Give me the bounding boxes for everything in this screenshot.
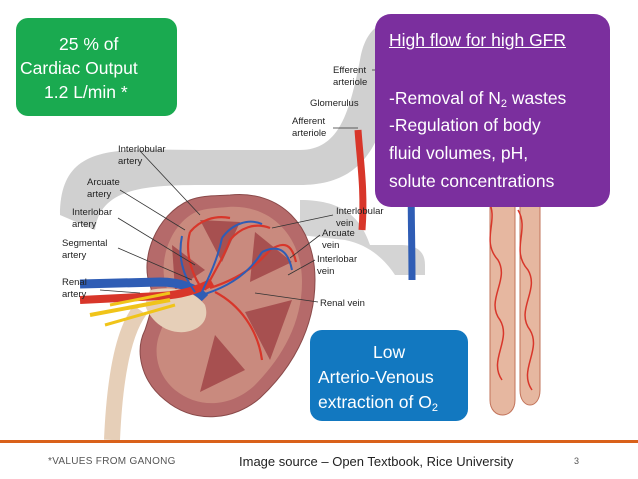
label-renal-vein: Renal vein <box>320 298 365 309</box>
label-renal-artery-2: artery <box>62 289 87 300</box>
gfr-item-regulation-line1: -Regulation of body <box>389 115 541 135</box>
nerve-1 <box>89 298 171 317</box>
label-interlobar-vein-2: vein <box>317 266 334 277</box>
label-efferent-1: Efferent <box>333 65 366 76</box>
gfr-callout: High flow for high GFR -Removal of N2 wa… <box>375 14 610 207</box>
av-extraction-line3-sub: 2 <box>431 402 438 414</box>
label-glomerulus: Glomerulus <box>310 98 359 109</box>
label-segmental-artery-2: artery <box>62 250 87 261</box>
kidney-blood-flow-diagram: Efferent arteriole Glomerulus Afferent a… <box>60 20 541 440</box>
gfr-item-removal: -Removal of N2 wastes <box>389 86 566 111</box>
gfr-item-regulation-line3: solute concentrations <box>389 171 555 191</box>
label-arcuate-artery-2: artery <box>87 189 112 200</box>
slide-footer: *VALUES FROM GANONG Image source – Open … <box>0 440 638 479</box>
pyramid-4 <box>200 335 245 392</box>
label-afferent-1: Afferent <box>292 116 325 127</box>
ureter <box>104 305 147 440</box>
gfr-item-removal-suffix: wastes <box>506 88 567 108</box>
av-extraction-callout: Low Arterio-Venous extraction of O2 <box>310 330 468 421</box>
pyramid-3 <box>245 300 292 360</box>
grey-band-arc <box>60 20 430 230</box>
nerve-3 <box>109 291 171 307</box>
renal-vein-vessel <box>79 277 209 302</box>
label-arcuate-vein-2: vein <box>322 240 339 251</box>
label-arcuate-artery-1: Arcuate <box>87 177 120 188</box>
label-interlobular-vein-2: vein <box>336 218 353 229</box>
av-extraction-line3-text: extraction of O <box>318 392 432 412</box>
footer-accent-bar <box>0 440 638 443</box>
gfr-heading: High flow for high GFR <box>389 30 567 50</box>
label-interlobar-vein-1: Interlobar <box>317 254 357 265</box>
label-interlobar-artery-2: artery <box>72 219 97 230</box>
label-efferent-2: arteriole <box>333 77 367 88</box>
pyramid-2 <box>250 232 292 282</box>
gfr-item-removal-sub: 2 <box>500 98 507 110</box>
label-renal-artery-1: Renal <box>62 277 87 288</box>
label-arcuate-vein-1: Arcuate <box>322 228 355 239</box>
cardiac-output-line2: Cardiac Output <box>20 58 138 78</box>
nerve-2 <box>104 303 176 327</box>
label-afferent-2: arteriole <box>292 128 326 139</box>
label-interlobular-artery-2: artery <box>118 156 143 167</box>
gfr-item-removal-text: -Removal of N <box>389 88 501 108</box>
label-interlobular-vein-1: Interlobular <box>336 206 384 217</box>
internal-veins <box>179 220 293 297</box>
grey-band-lower <box>300 200 425 275</box>
cardiac-output-line3: 1.2 L/min * <box>44 82 128 102</box>
cardiac-output-callout: 25 % of Cardiac Output 1.2 L/min * <box>16 18 177 116</box>
footer-image-source: Image source – Open Textbook, Rice Unive… <box>239 454 514 469</box>
gfr-item-regulation-line2: fluid volumes, pH, <box>389 143 529 163</box>
page-number: 3 <box>574 456 580 466</box>
vasa-recta <box>487 180 541 416</box>
av-extraction-line2: Arterio-Venous <box>318 367 434 387</box>
footer-note: *VALUES FROM GANONG <box>48 456 176 467</box>
label-segmental-artery-1: Segmental <box>62 238 107 249</box>
label-interlobar-artery-1: Interlobar <box>72 207 112 218</box>
label-interlobular-artery-1: Interlobular <box>118 144 166 155</box>
afferent-arteriole-vessel <box>354 129 367 231</box>
av-extraction-line1: Low <box>373 342 406 362</box>
av-extraction-line3: extraction of O2 <box>318 390 438 414</box>
cardiac-output-line1: 25 % of <box>59 34 119 54</box>
